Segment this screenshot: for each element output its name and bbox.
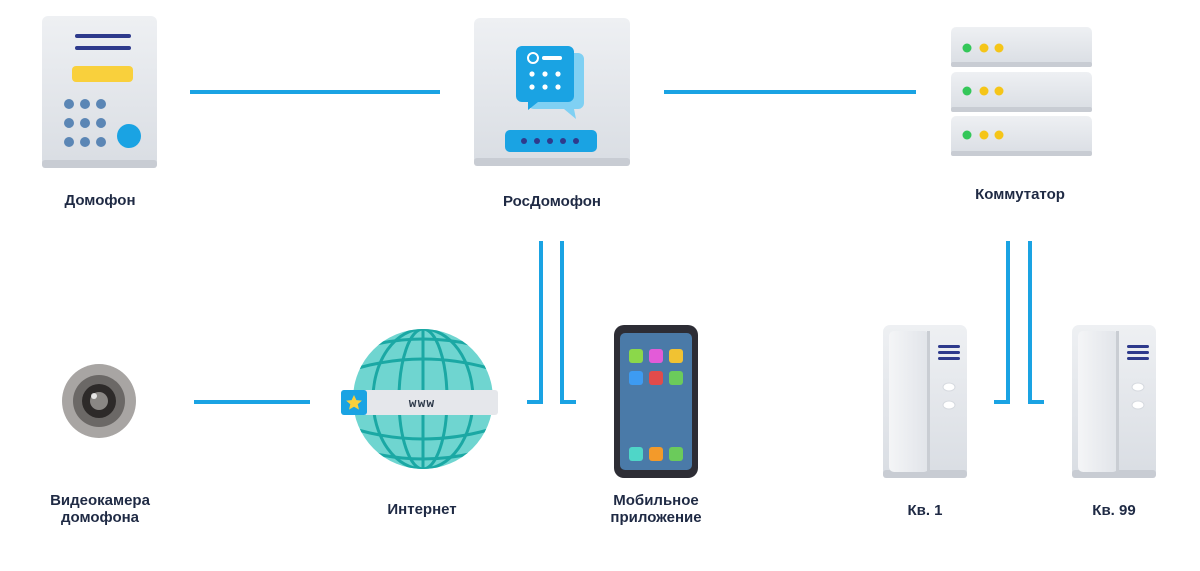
camera-label-line1: Видеокамера: [50, 492, 150, 509]
apartment-handset-icon: [883, 325, 967, 478]
mobile-app-label-line1: Мобильное: [613, 492, 699, 509]
rosdomofon-label: РосДомофон: [503, 193, 601, 210]
connector-switch-apt1: [994, 241, 1010, 404]
apartment-handset-icon: [1072, 325, 1156, 478]
internet-label: Интернет: [387, 501, 457, 518]
apt99-label: Кв. 99: [1092, 502, 1136, 519]
camera-label: Видеокамера домофона: [30, 492, 170, 526]
switch-server-icon: [951, 27, 1092, 156]
mobile-phone-icon: [614, 325, 698, 478]
url-text: www: [409, 396, 435, 411]
server-unit: [951, 116, 1092, 156]
camera-lens-icon: [62, 364, 136, 438]
connector-rosdomofon-internet: [527, 241, 543, 404]
intercom-panel-icon: [42, 16, 157, 168]
connector-rosdomofon-mobile: [560, 241, 576, 404]
server-unit: [951, 72, 1092, 112]
camera-label-line2: домофона: [60, 509, 140, 526]
connector-switch-apt99: [1028, 241, 1044, 404]
server-unit: [951, 27, 1092, 67]
internet-globe-icon: www: [341, 329, 498, 469]
mobile-app-label-line2: приложение: [610, 509, 702, 526]
intercom-label: Домофон: [64, 192, 136, 209]
mobile-app-label: Мобильное приложение: [586, 492, 726, 526]
switch-label: Коммутатор: [975, 186, 1065, 203]
connectors: [190, 90, 1044, 404]
star-icon: [346, 395, 362, 410]
apt1-label: Кв. 1: [907, 502, 943, 519]
rosdomofon-box-icon: [474, 18, 630, 166]
